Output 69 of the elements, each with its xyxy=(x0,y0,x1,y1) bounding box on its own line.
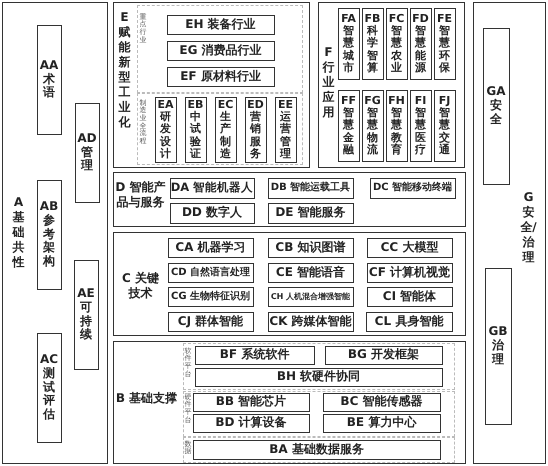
item-box: ED 营销服务 xyxy=(244,96,266,162)
category-panel xyxy=(113,341,466,464)
item-box: GB 治理 xyxy=(484,268,512,424)
dashed-region xyxy=(182,390,454,436)
item-box: EA 研发设计 xyxy=(154,96,176,162)
category-panel xyxy=(113,232,466,336)
item-box: CA 机器学习 xyxy=(168,238,254,258)
item-box: CD 自然语言处理 xyxy=(168,262,254,282)
item-box: FA 智慧城市 xyxy=(338,8,360,80)
item-box: EG 消费品行业 xyxy=(166,40,274,60)
panel-heading: D 智能产品与服务 xyxy=(114,180,166,210)
item-box: CL 具身智能 xyxy=(366,312,452,332)
panel-heading: C 关键技术 xyxy=(121,270,160,300)
item-box: AC 测试评估 xyxy=(36,332,62,442)
item-box: EB 中试验证 xyxy=(184,96,206,162)
item-box: AB 参考架构 xyxy=(36,180,62,290)
category-panel xyxy=(473,2,546,464)
item-box: CK 跨媒体智能 xyxy=(268,312,354,332)
item-box: FE 智慧环保 xyxy=(434,8,456,80)
item-box: EC 生产制造 xyxy=(214,96,236,162)
item-box: EH 装备行业 xyxy=(166,14,274,34)
item-box: CB 知识图谱 xyxy=(268,238,354,258)
item-box: CG 生物特征识别 xyxy=(168,286,254,306)
item-box: AD 管理 xyxy=(74,102,100,202)
item-box: FD 智慧能源 xyxy=(410,8,432,80)
panel-heading: E 赋能新型工业化 xyxy=(117,10,132,130)
item-box: AA 术语 xyxy=(36,24,62,134)
item-box: CE 智能语音 xyxy=(268,262,354,282)
item-box: FG 智慧物流 xyxy=(362,90,384,162)
item-box: FC 智慧农业 xyxy=(386,8,408,80)
panel-heading: G 安全/治理 xyxy=(519,190,538,264)
item-box: AE 可持续 xyxy=(74,260,98,370)
category-panel xyxy=(318,2,465,168)
category-panel xyxy=(113,172,466,227)
item-box: GA 安全 xyxy=(482,28,510,184)
item-box: FH 智慧教育 xyxy=(386,90,408,162)
item-box: BE 算力中心 xyxy=(322,414,440,432)
item-box: BD 计算设备 xyxy=(192,414,310,432)
item-box: CH 人机混合增强智能 xyxy=(268,286,354,306)
item-box: FI 智慧医疗 xyxy=(410,90,432,162)
panel-heading: A 基础共性 xyxy=(11,194,26,270)
item-box: EF 原材料行业 xyxy=(166,66,274,86)
panel-heading: F 行业应用 xyxy=(321,44,336,120)
item-box: FJ 智慧交通 xyxy=(434,90,456,162)
item-box: BF 系统软件 xyxy=(194,346,314,364)
item-box: FF 智慧金融 xyxy=(338,90,360,162)
dashed-region xyxy=(182,436,454,462)
item-box: DE 智能服务 xyxy=(268,202,354,224)
item-box: DD 数字人 xyxy=(170,202,254,224)
item-box: DC 智能移动终端 xyxy=(370,178,456,198)
category-panel xyxy=(2,2,108,464)
item-box: BH 软硬件协同 xyxy=(194,368,442,386)
item-box: BC 智能传感器 xyxy=(322,392,440,412)
item-box: CI 智能体 xyxy=(366,286,452,306)
item-box: DB 智能运载工具 xyxy=(268,178,354,198)
item-box: CJ 群体智能 xyxy=(168,312,254,332)
category-panel xyxy=(113,2,310,168)
item-box: DA 智能机器人 xyxy=(170,178,254,198)
item-box: BG 开发框架 xyxy=(324,346,442,364)
item-box: BA 基础数据服务 xyxy=(192,440,440,460)
item-box: EE 运营管理 xyxy=(274,96,296,162)
dashed-region xyxy=(136,4,302,92)
panel-heading: B 基础支撑 xyxy=(116,390,178,406)
dashed-region xyxy=(182,342,454,390)
item-box: CF 计算机视觉 xyxy=(366,262,452,282)
item-box: FB 科学智算 xyxy=(362,8,384,80)
dashed-region xyxy=(136,92,302,164)
item-box: BB 智能芯片 xyxy=(192,392,310,412)
item-box: CC 大模型 xyxy=(366,238,452,258)
